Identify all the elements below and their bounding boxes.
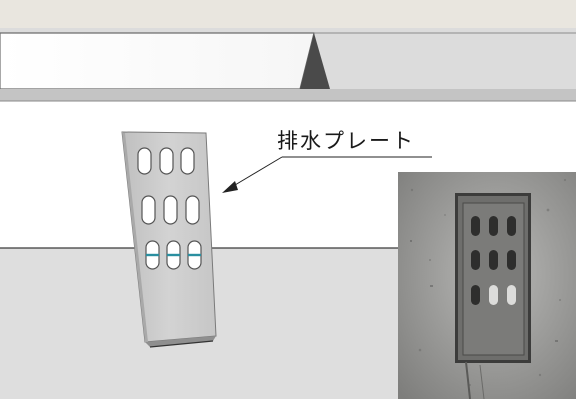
plate-slot: [141, 195, 156, 225]
beam-shadow-face: [300, 33, 330, 89]
ceiling-band: [0, 0, 576, 30]
plate-slot: [185, 195, 200, 225]
drain-plate-label: 排水プレート: [277, 129, 415, 153]
plate-slot: [180, 147, 195, 175]
photo-inset: [398, 172, 576, 399]
photo-slots: [471, 216, 516, 305]
beam-ledge: [0, 32, 576, 102]
plate-slot: [159, 147, 174, 175]
arrow-head-icon: [222, 181, 238, 193]
plate-slot: [163, 195, 178, 225]
beam-underside: [0, 89, 576, 101]
photo-slots-light: [489, 285, 516, 305]
callout-leader: [222, 156, 432, 193]
plate-slot: [137, 147, 152, 175]
drain-plate-3d: [121, 131, 217, 348]
